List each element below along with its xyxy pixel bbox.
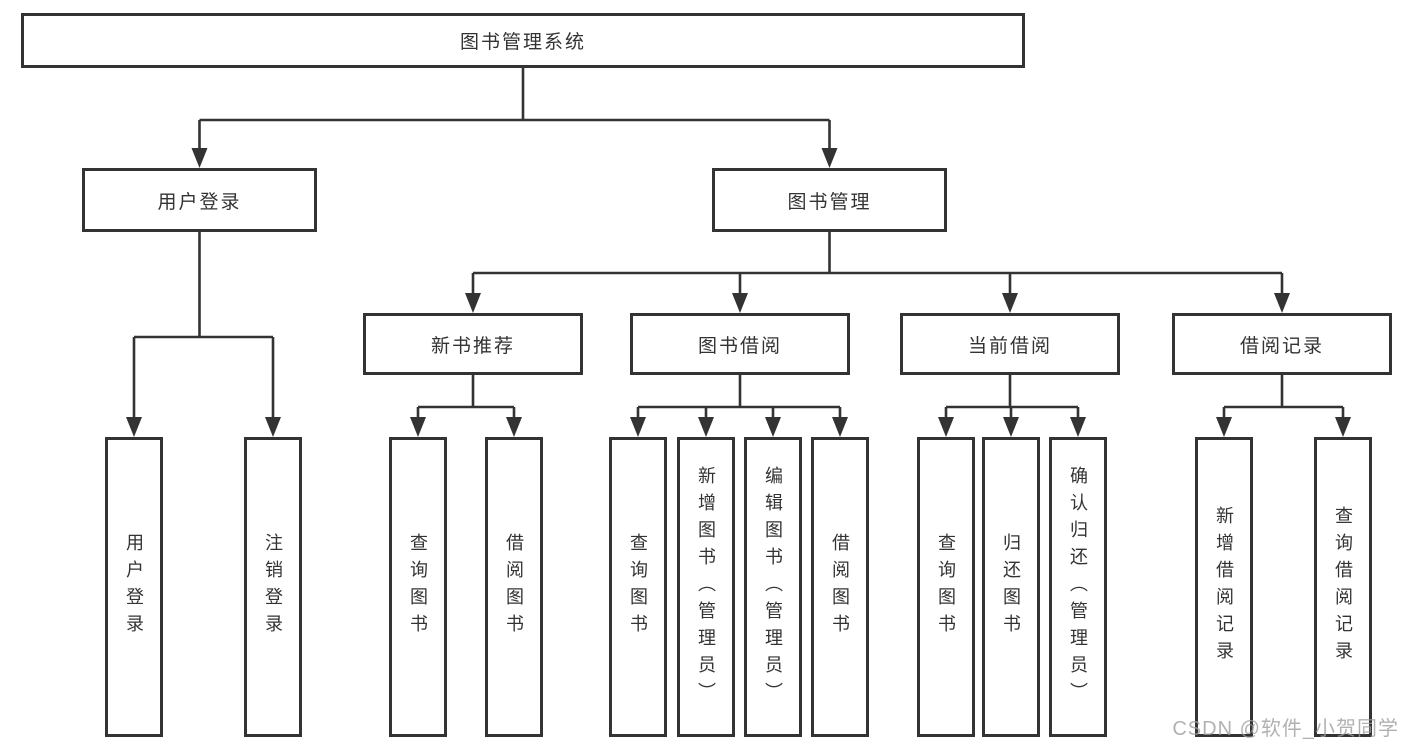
- leaf-query-books-current: 查询图书: [917, 437, 975, 737]
- node-label: 查询图书: [936, 533, 956, 641]
- node-label: 借阅记录: [1239, 335, 1324, 357]
- leaf-borrow-books-recommend: 借阅图书: [485, 437, 543, 737]
- leaf-user-login: 用户登录: [105, 437, 163, 737]
- node-label: 新增图书（管理员）: [696, 465, 716, 709]
- node-label: 查询图书: [628, 533, 648, 641]
- node-new-book-recommend: 新书推荐: [363, 313, 583, 375]
- leaf-query-books-borrowing: 查询图书: [609, 437, 667, 737]
- node-label: 新增借阅记录: [1214, 506, 1234, 668]
- leaf-confirm-return-admin: 确认归还（管理员）: [1049, 437, 1107, 737]
- node-label: 编辑图书（管理员）: [763, 465, 783, 709]
- leaf-query-borrow-record: 查询借阅记录: [1314, 437, 1372, 737]
- node-book-borrowing: 图书借阅: [630, 313, 850, 375]
- node-label: 图书管理: [787, 191, 872, 213]
- leaf-query-books-recommend: 查询图书: [389, 437, 447, 737]
- leaf-logout-login: 注销登录: [244, 437, 302, 737]
- leaf-return-book: 归还图书: [982, 437, 1040, 737]
- node-label: 确认归还（管理员）: [1068, 465, 1088, 709]
- node-label: 注销登录: [263, 533, 283, 641]
- node-label: 借阅图书: [504, 533, 524, 641]
- leaf-edit-book-admin: 编辑图书（管理员）: [744, 437, 802, 737]
- leaf-add-book-admin: 新增图书（管理员）: [677, 437, 735, 737]
- leaf-borrow-books-borrowing: 借阅图书: [811, 437, 869, 737]
- node-label: 借阅图书: [830, 533, 850, 641]
- node-label: 新书推荐: [430, 335, 515, 357]
- node-label: 当前借阅: [967, 335, 1052, 357]
- node-label: 查询图书: [408, 533, 428, 641]
- node-root-system: 图书管理系统: [21, 13, 1025, 68]
- node-label: 归还图书: [1001, 533, 1021, 641]
- node-label: 图书管理系统: [459, 32, 586, 53]
- node-label: 图书借阅: [697, 335, 782, 357]
- node-label: 用户登录: [157, 191, 242, 213]
- node-book-management: 图书管理: [712, 168, 947, 232]
- node-label: 查询借阅记录: [1333, 506, 1353, 668]
- node-borrowing-records: 借阅记录: [1172, 313, 1392, 375]
- leaf-add-borrow-record: 新增借阅记录: [1195, 437, 1253, 737]
- node-user-login-branch: 用户登录: [82, 168, 317, 232]
- watermark: CSDN @软件_小贺同学: [1172, 718, 1399, 740]
- node-label: 用户登录: [124, 533, 144, 641]
- node-current-borrowing: 当前借阅: [900, 313, 1120, 375]
